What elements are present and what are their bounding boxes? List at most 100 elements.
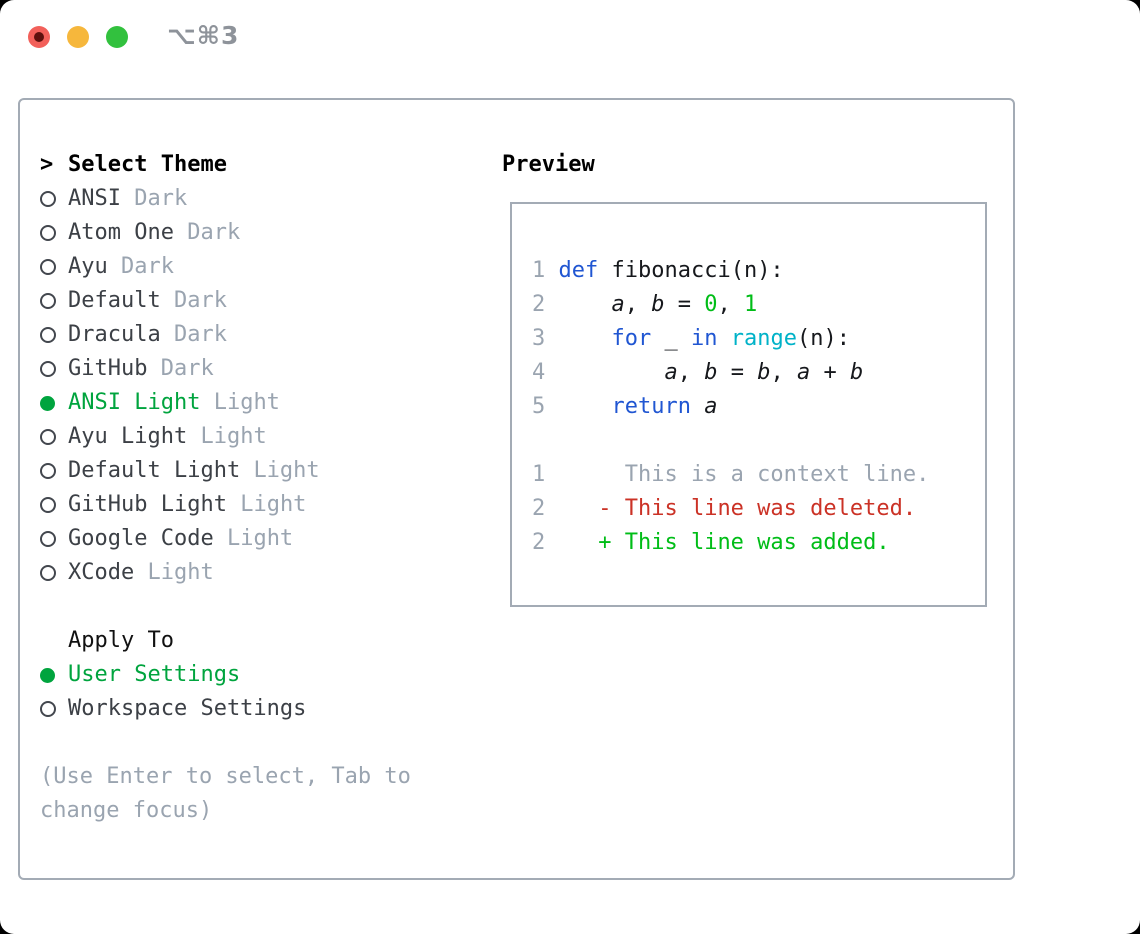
diff-line: 1 This is a context line. [532,458,985,492]
code-token: 0 [704,292,718,317]
theme-option-label: Ayu Light Light [68,420,267,454]
space [161,322,174,347]
space [121,186,134,211]
theme-variant-tag: Light [240,492,307,517]
code-token [559,292,612,317]
code-token: 1 [743,292,758,317]
titlebar: ⌥⌘3 [0,0,1140,74]
code-token: b [849,360,864,385]
theme-option[interactable]: XCode Light [40,556,490,590]
radio-marker [40,701,68,717]
code-token [559,360,665,385]
code-token: b [704,360,718,385]
line-number: 5 [532,394,559,419]
code-token: , [624,292,652,317]
window-shortcut-label: ⌥⌘3 [167,21,240,50]
line-number: 4 [532,360,559,385]
code-token: in [690,326,718,351]
radio-icon [40,225,56,241]
code-line: 5 return a [532,390,985,424]
theme-variant-tag: Dark [134,186,188,211]
diff-line: 2 + This line was added. [532,526,985,560]
apply-to-option[interactable]: Workspace Settings [40,692,490,726]
theme-option[interactable]: Ayu Dark [40,250,490,284]
space [161,288,174,313]
code-token: _ [651,326,691,351]
theme-name: Ayu Light [68,424,188,449]
diff-text: - This line was deleted. [598,496,917,521]
theme-option-label: Default Light Light [68,454,320,488]
code-token: , [677,360,705,385]
radio-icon [40,361,56,377]
space [174,220,187,245]
theme-name: XCode [68,560,135,585]
theme-variant-tag: Dark [160,356,214,381]
blank-line [532,424,985,458]
theme-name: Atom One [68,220,174,245]
theme-variant-tag: Dark [187,220,241,245]
radio-icon [40,429,56,445]
code-line: 3 for _ in range(n): [532,322,985,356]
theme-list-title: Select Theme [68,152,227,177]
diff-line: 2 - This line was deleted. [532,492,985,526]
code-token: b [757,360,771,385]
code-token: for [611,326,652,351]
radio-marker [40,327,68,343]
code-token: , [770,360,797,385]
code-token [559,326,612,351]
theme-option[interactable]: ANSI Dark [40,182,490,216]
space [214,526,227,551]
close-button[interactable] [28,26,50,48]
radio-icon [40,497,56,513]
theme-variant-tag: Dark [173,288,227,313]
radio-marker [40,429,68,445]
code-token [559,394,612,419]
radio-icon [40,463,56,479]
theme-name: ANSI [68,186,121,211]
theme-variant-tag: Dark [173,322,227,347]
space [200,390,213,415]
radio-icon [40,259,56,275]
close-button-dot [34,32,44,42]
code-line: 4 a, b = b, a + b [532,356,985,390]
theme-option[interactable]: Google Code Light [40,522,490,556]
focus-marker: > [40,148,68,182]
space [108,254,121,279]
theme-option-label: Dracula Dark [68,318,227,352]
theme-option-label: GitHub Light Light [68,488,306,522]
radio-icon [40,565,56,581]
theme-name: Default [68,288,161,313]
theme-option[interactable]: Ayu Light Light [40,420,490,454]
line-number: 2 [532,496,599,521]
theme-option[interactable]: Default Light Light [40,454,490,488]
theme-option[interactable]: ANSI Light Light [40,386,490,420]
theme-variant-tag: Light [253,458,320,483]
radio-marker [40,565,68,581]
zoom-button[interactable] [106,26,128,48]
theme-variant-tag: Light [226,526,294,551]
code-token: return [611,394,691,419]
radio-marker [40,531,68,547]
apply-to-option[interactable]: User Settings [40,658,490,692]
theme-option[interactable]: Atom One Dark [40,216,490,250]
theme-name: GitHub Light [68,492,227,517]
help-text: (Use Enter to select, Tab to change focu… [40,764,411,823]
diff-text: + This line was added. [598,530,890,555]
theme-option[interactable]: GitHub Light Light [40,488,490,522]
radio-marker [40,395,68,411]
apply-to-option-label: Workspace Settings [68,696,307,721]
line-number: 2 [532,292,559,317]
radio-marker [40,361,68,377]
spacer [40,726,490,760]
code-line: 2 a, b = 0, 1 [532,288,985,322]
theme-option[interactable]: Default Dark [40,284,490,318]
radio-marker [40,667,68,683]
theme-option[interactable]: GitHub Dark [40,352,490,386]
theme-name: Default Light [68,458,241,483]
minimize-button[interactable] [67,26,89,48]
theme-option[interactable]: Dracula Dark [40,318,490,352]
radio-marker [40,259,68,275]
apply-to-header: Apply To [40,624,490,658]
code-token [691,394,704,419]
